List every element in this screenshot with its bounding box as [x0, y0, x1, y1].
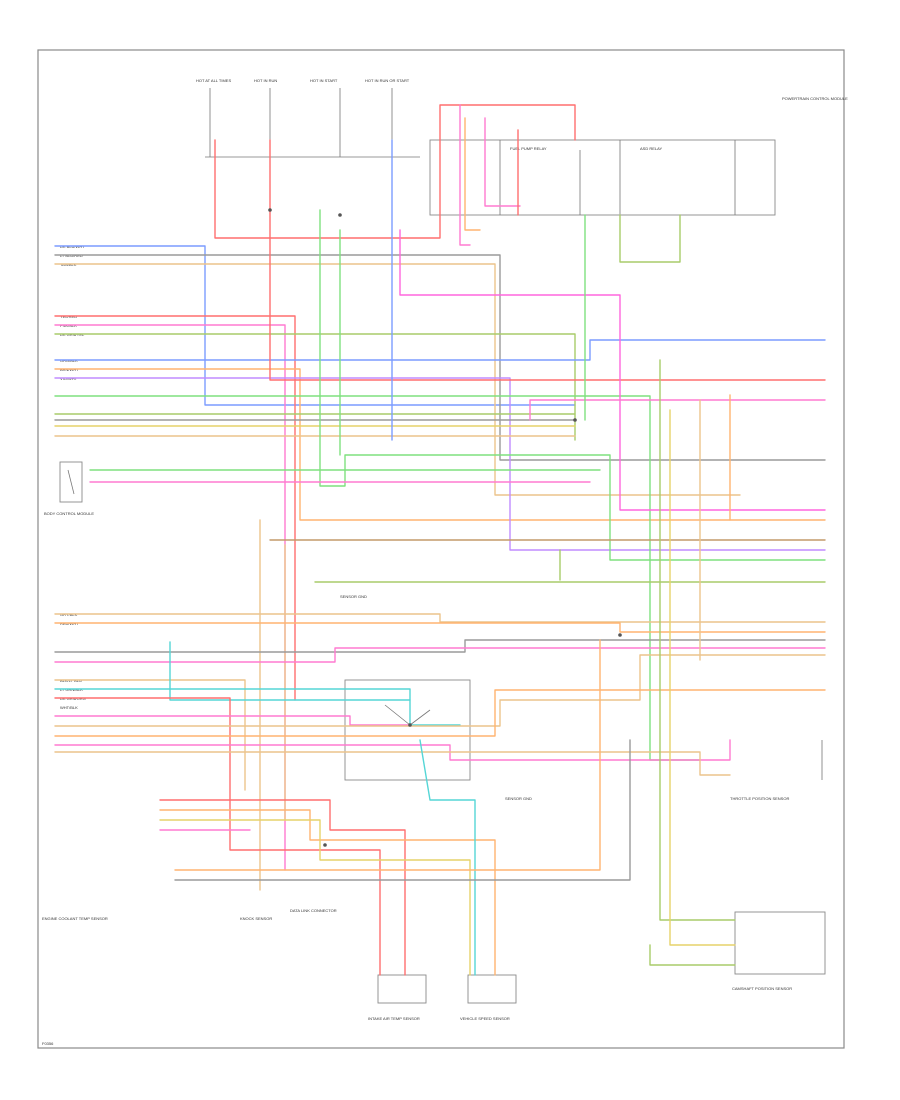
- cmp-sensor-label: CAMSHAFT POSITION SENSOR: [732, 986, 792, 991]
- fuse-label-3: HOT IN START: [310, 78, 338, 83]
- wire-cyan-48: [419, 739, 476, 976]
- wire-pink-56: [484, 117, 521, 207]
- dlc-label: DATA LINK CONNECTOR: [290, 908, 337, 913]
- wire-tan-43: [54, 751, 731, 776]
- knock-sensor-label: KNOCK SENSOR: [240, 916, 272, 921]
- wire-dkgreen-5: [54, 333, 576, 441]
- wire-pink-34: [54, 647, 826, 663]
- wire-yellow-52: [669, 409, 736, 946]
- wire-pink-39: [54, 715, 411, 726]
- splice-dot: [618, 633, 622, 637]
- fuse-block: HOT AT ALL TIMES HOT IN RUN HOT IN START…: [196, 78, 420, 158]
- wire-tan-35: [54, 679, 246, 791]
- wire-pink-42: [54, 739, 731, 761]
- wire-pink-4: [54, 324, 286, 871]
- wire-tan-31: [54, 613, 826, 623]
- figure-id: F0356: [42, 1041, 54, 1046]
- splice-dot: [323, 843, 327, 847]
- wire-label: WHT/BLK: [60, 705, 78, 710]
- splice-dot: [573, 418, 577, 422]
- wire-dkgreen-51: [659, 359, 736, 921]
- wires: [54, 104, 826, 976]
- wire-orange-32: [54, 622, 826, 633]
- wire-cyan-36: [54, 688, 461, 726]
- wire-pink-23: [529, 399, 826, 421]
- center-component: SENSOR GND SENSOR GND: [340, 594, 532, 801]
- wire-grey-33: [54, 639, 826, 653]
- center-note: SENSOR GND: [340, 594, 367, 599]
- wire-red-3: [54, 315, 296, 701]
- wire-grey-50: [174, 739, 631, 881]
- wire-red-38: [54, 697, 381, 976]
- wire-dkgreen-25: [619, 214, 681, 263]
- wire-red-14: [269, 139, 826, 381]
- iat-sensor-label: INTAKE AIR TEMP SENSOR: [368, 1016, 420, 1021]
- relay-label-2: FUEL PUMP RELAY: [510, 146, 547, 151]
- wire-dkgreen-53: [649, 944, 736, 966]
- wire-red-44: [159, 799, 406, 976]
- pcm-label: POWERTRAIN CONTROL MODULE: [782, 96, 848, 101]
- fuse-label-4: HOT IN RUN OR START: [365, 78, 410, 83]
- wire-green-19: [319, 209, 826, 561]
- fuse-label-1: HOT AT ALL TIMES: [196, 78, 231, 83]
- splice-dot: [408, 723, 412, 727]
- left-sensor: BODY CONTROL MODULE: [44, 461, 94, 516]
- left-sensor-label: BODY CONTROL MODULE: [44, 511, 94, 516]
- wire-orange-45: [159, 809, 496, 976]
- wire-pink-16: [459, 104, 471, 246]
- wire-orange-49: [174, 639, 601, 871]
- wire-grey-1: [54, 254, 826, 461]
- wire-tan-40: [54, 654, 826, 727]
- splice-dot: [268, 208, 272, 212]
- ect-sensor-label: ENGINE COOLANT TEMP SENSOR: [42, 916, 108, 921]
- wire-orange-7: [54, 368, 826, 521]
- relay-box: POWERTRAIN CONTROL MODULE ASD RELAY FUEL…: [429, 96, 848, 216]
- fuse-label-2: HOT IN RUN: [254, 78, 277, 83]
- bottom-components: ENGINE COOLANT TEMP SENSOR KNOCK SENSOR …: [42, 740, 826, 1021]
- wire-blue-6: [54, 339, 826, 361]
- vss-label: VEHICLE SPEED SENSOR: [460, 1016, 510, 1021]
- relay-label-1: ASD RELAY: [640, 146, 662, 151]
- wire-yellow-46: [159, 819, 471, 976]
- center-note-2: SENSOR GND: [505, 796, 532, 801]
- wire-violet-8: [54, 377, 826, 551]
- splice-dot: [338, 213, 342, 217]
- wire-red-15: [214, 104, 576, 239]
- wire-orange-17: [464, 117, 481, 231]
- wire-cyan-37: [169, 641, 411, 701]
- wire-green-9: [54, 395, 701, 761]
- diagram-frame: [37, 49, 845, 1049]
- tps-label: THROTTLE POSITION SENSOR: [730, 796, 789, 801]
- wire-magenta-22: [399, 229, 826, 511]
